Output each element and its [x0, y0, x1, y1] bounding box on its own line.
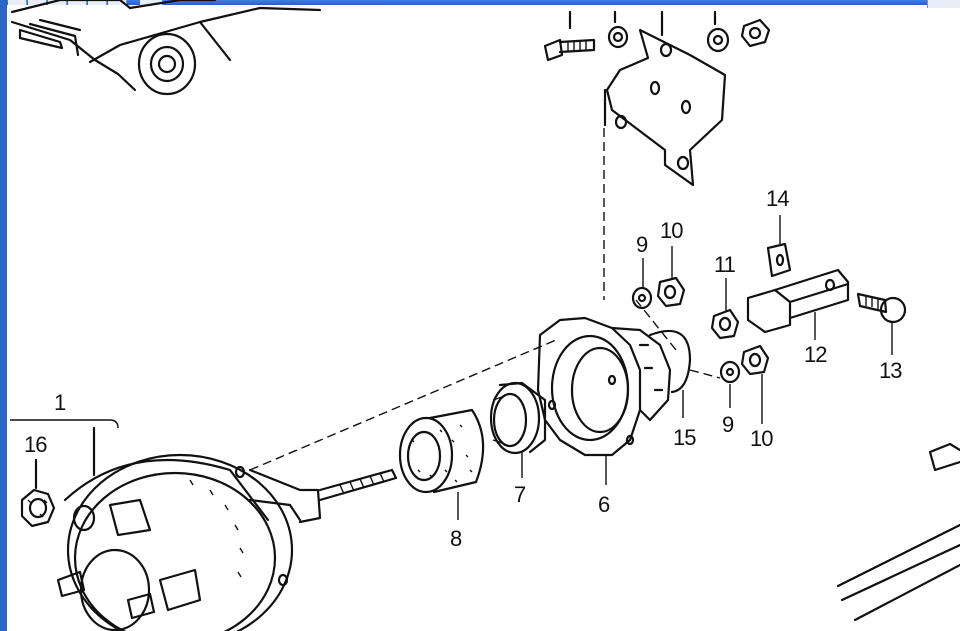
callout-16: 16: [24, 432, 47, 457]
callout-10-upper: 10: [660, 218, 683, 243]
callout-10-lower: 10: [750, 426, 773, 451]
window-left-border: [0, 0, 7, 631]
callout-14: 14: [766, 186, 789, 211]
alignment-line-washer: [689, 369, 721, 379]
part-16-wheel-nut: [20, 488, 56, 528]
callout-13: 13: [879, 358, 902, 383]
callout-1-bracket: [10, 419, 119, 429]
part-15-circlip: [648, 329, 692, 394]
part-6-flange: [536, 316, 672, 457]
part-7-bearing: [489, 381, 547, 455]
part-1-brake-drum: [56, 453, 294, 631]
hardware-group-right: [631, 276, 770, 384]
axle-fragment: [836, 442, 960, 622]
callout-9-upper: 9: [636, 232, 648, 257]
alignment-line-axis: [249, 339, 557, 471]
callout-12: 12: [804, 342, 827, 367]
callout-7: 7: [514, 482, 526, 507]
callout-11: 11: [714, 252, 736, 277]
callout-15: 15: [673, 425, 696, 450]
zoom-button[interactable]: [48, 0, 67, 5]
viewer-toolbar: [0, 0, 960, 5]
alignment-line-nut: [635, 299, 677, 351]
part-8-bushing: [398, 408, 485, 494]
vehicle-thumbnail: [10, 0, 322, 96]
print-button[interactable]: [88, 0, 107, 5]
callout-6: 6: [598, 492, 610, 517]
part-13-pin: [856, 292, 907, 324]
window-corner-button[interactable]: [927, 0, 960, 8]
up-button[interactable]: [68, 0, 87, 5]
mounting-bracket: [543, 10, 771, 187]
shaft: [248, 468, 398, 524]
callout-1: 1: [54, 390, 66, 415]
search-button[interactable]: [108, 0, 127, 5]
callout-9-lower: 9: [722, 412, 734, 437]
part-12-clevis: [746, 242, 850, 334]
back-button[interactable]: [8, 0, 27, 5]
leader-lines: [457, 215, 893, 520]
callout-8: 8: [450, 526, 462, 551]
